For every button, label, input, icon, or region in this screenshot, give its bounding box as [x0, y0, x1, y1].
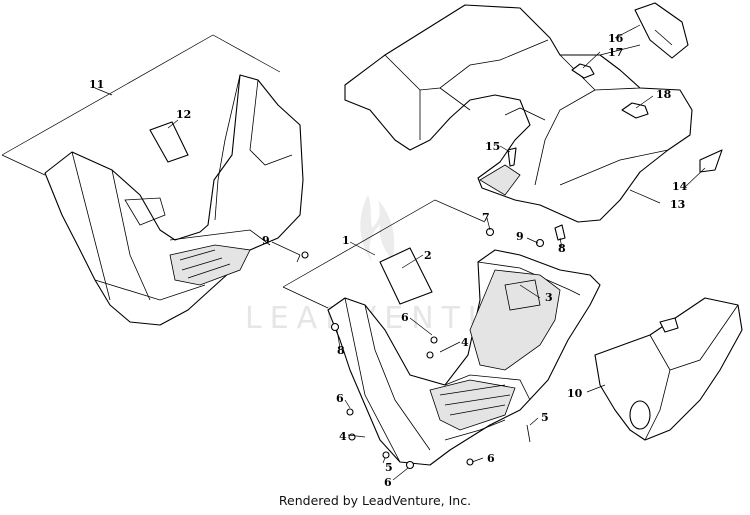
callout-10: 10: [567, 387, 583, 400]
callout-15: 15: [485, 140, 500, 153]
callout-17: 17: [608, 46, 623, 59]
callout-16: 16: [608, 32, 624, 45]
callout-2: 2: [424, 249, 432, 262]
fasteners: [296, 224, 566, 470]
callout-3: 3: [545, 291, 553, 304]
callout-6-c: 6: [384, 476, 392, 489]
render-credit: Rendered by LeadVenture, Inc.: [278, 493, 472, 508]
callout-4-lower: 4: [339, 430, 347, 443]
group-lines-11: [1, 34, 281, 176]
callout-12: 12: [176, 108, 191, 121]
callout-6-a: 6: [401, 311, 409, 324]
callout-8-left: 8: [337, 344, 345, 357]
callout-8-right: 8: [558, 242, 566, 255]
callout-14: 14: [672, 180, 688, 193]
leader-lines: [94, 24, 706, 481]
callout-13: 13: [670, 198, 685, 211]
screw-15: [507, 147, 517, 167]
rear-fender-part: [344, 4, 693, 223]
callout-6-d: 6: [487, 452, 495, 465]
decal-2: [379, 247, 433, 305]
callout-4-upper: 4: [461, 336, 469, 349]
callout-6-b: 6: [336, 392, 344, 405]
callout-5-right: 5: [541, 411, 549, 424]
callout-5-left: 5: [385, 461, 393, 474]
callout-labels: 11 12 9 1 2 3 6 4 7 9 8 8 6 4 5 6 6 5 10…: [89, 32, 688, 489]
cap-16: [634, 2, 689, 59]
left-footwell-part: [44, 74, 304, 326]
side-panel-10: [594, 297, 743, 441]
group-lines-1: [282, 199, 486, 309]
part-14: [699, 149, 723, 173]
decal-17: [571, 63, 595, 79]
callout-11: 11: [89, 78, 104, 91]
decal-18: [621, 102, 649, 119]
callout-1: 1: [342, 234, 350, 247]
callout-9-left: 9: [262, 234, 270, 247]
callout-18: 18: [656, 88, 672, 101]
callout-7: 7: [482, 211, 490, 224]
decal-12: [149, 121, 189, 163]
callout-9-right: 9: [516, 230, 524, 243]
right-footwell-part: [327, 249, 601, 466]
